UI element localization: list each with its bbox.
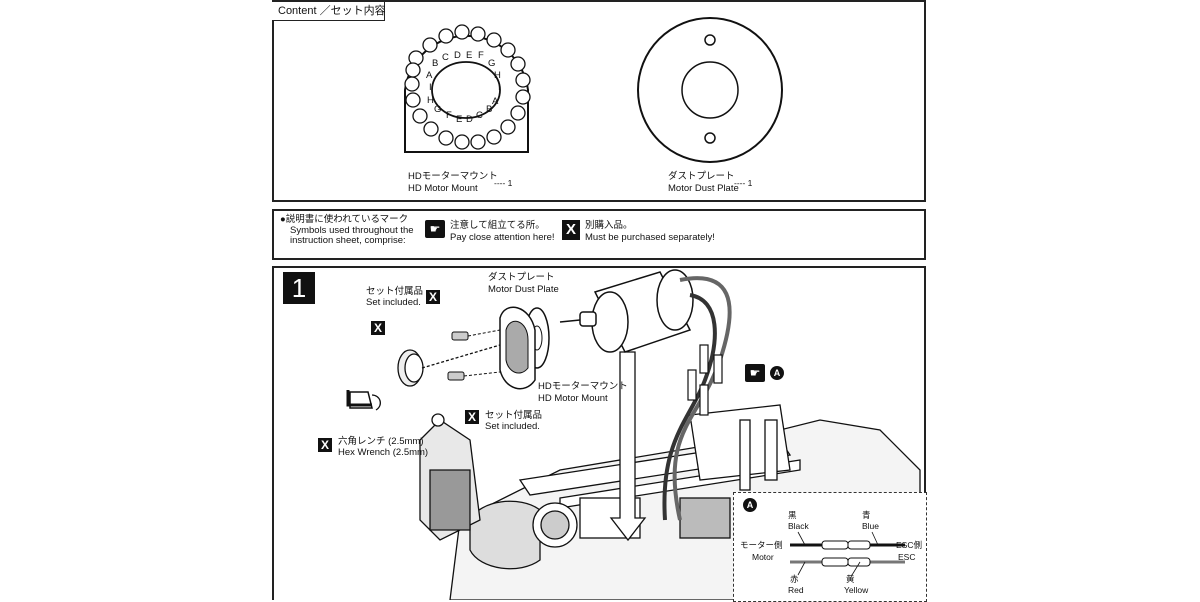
mount-letter: D bbox=[454, 50, 461, 61]
mount-letter: G bbox=[488, 58, 496, 69]
wiring-blue-jp: 青 bbox=[862, 510, 871, 520]
attention-en: Pay close attention here! bbox=[450, 232, 555, 243]
step1-mount-jp: HDモーターマウント bbox=[538, 381, 628, 392]
mount-letter: H bbox=[427, 95, 434, 106]
content-mount-en: HD Motor Mount bbox=[408, 183, 478, 194]
set1-x-icon: X bbox=[426, 290, 440, 304]
step1-mount-en: HD Motor Mount bbox=[538, 393, 608, 404]
wiring-black-en: Black bbox=[788, 521, 809, 531]
mount-letter: C bbox=[476, 110, 483, 121]
content-plate-jp: ダストプレート bbox=[668, 171, 735, 182]
symbols-panel bbox=[272, 209, 926, 260]
content-panel bbox=[272, 0, 926, 202]
mount-letter: G bbox=[434, 104, 442, 115]
step1-wrench-en: Hex Wrench (2.5mm) bbox=[338, 447, 429, 458]
symbols-title-jp: ●説明書に使われているマーク bbox=[280, 214, 409, 225]
mount-letter: H bbox=[494, 70, 501, 81]
content-plate-qty: ---- 1 bbox=[734, 178, 753, 188]
step1-plate-en: Motor Dust Plate bbox=[488, 284, 559, 295]
step-number: 1 bbox=[283, 272, 315, 304]
mount-letter: A bbox=[492, 96, 499, 107]
wrench-x-icon: X bbox=[318, 438, 332, 452]
wiring-callout-a: A bbox=[743, 498, 757, 512]
mount-letter: A bbox=[426, 70, 433, 81]
mount-letter: E bbox=[466, 50, 473, 61]
symbols-title-en2: instruction sheet, comprise: bbox=[290, 235, 406, 246]
step1-wrench-jp: 六角レンチ (2.5mm) bbox=[338, 436, 424, 447]
symbols-title-en1: Symbols used throughout the bbox=[290, 225, 414, 236]
step1-set2-en: Set included. bbox=[485, 421, 540, 432]
wiring-blue-en: Blue bbox=[862, 521, 880, 531]
step1-plate-jp: ダストプレート bbox=[488, 272, 555, 283]
mount-letter: D bbox=[466, 114, 473, 125]
wiring-black-jp: 黒 bbox=[788, 510, 797, 520]
mount-letter: B bbox=[432, 58, 439, 69]
attention-jp: 注意して組立てる所。 bbox=[450, 220, 545, 231]
wiring-motor-jp: モーター側 bbox=[740, 540, 783, 550]
wiring-esc-en: ESC bbox=[898, 552, 916, 562]
mount-letter: E bbox=[456, 114, 463, 125]
content-mount-qty: ---- 1 bbox=[494, 178, 513, 188]
step1-set1-jp: セット付属品 bbox=[366, 286, 424, 297]
step1-attention-hand-icon: ☛ bbox=[745, 364, 765, 382]
separate-jp: 別購入品。 bbox=[585, 220, 633, 231]
step1-callout-a: A bbox=[770, 366, 784, 380]
mount-letter: I bbox=[498, 82, 501, 93]
separate-en: Must be purchased separately! bbox=[585, 232, 715, 243]
separate-x-icon: X bbox=[562, 220, 580, 240]
wiring-red-jp: 赤 bbox=[790, 574, 799, 584]
content-mount-jp: HDモーターマウント bbox=[408, 171, 498, 182]
mount-letter: F bbox=[478, 50, 484, 61]
wiring-esc-jp: ESC側 bbox=[896, 540, 922, 550]
mount-letter: C bbox=[442, 52, 449, 63]
content-plate-en: Motor Dust Plate bbox=[668, 183, 739, 194]
wiring-yellow-en: Yellow bbox=[844, 585, 869, 595]
wiring-motor-en: Motor bbox=[752, 552, 774, 562]
wiring-red-en: Red bbox=[788, 585, 804, 595]
pinion-x-icon: X bbox=[371, 321, 385, 335]
mount-letter: I bbox=[429, 82, 432, 93]
wiring-yellow-jp: 黄 bbox=[846, 574, 855, 584]
step1-set2-jp: セット付属品 bbox=[485, 410, 543, 421]
attention-hand-icon: ☛ bbox=[425, 220, 445, 238]
content-header: Content ／セット内容 bbox=[278, 5, 386, 17]
content-header-box bbox=[272, 2, 385, 21]
mount-letter: F bbox=[446, 110, 452, 121]
step1-set1-en: Set included. bbox=[366, 297, 421, 308]
mount-letter: B bbox=[486, 104, 493, 115]
set2-x-icon: X bbox=[465, 410, 479, 424]
